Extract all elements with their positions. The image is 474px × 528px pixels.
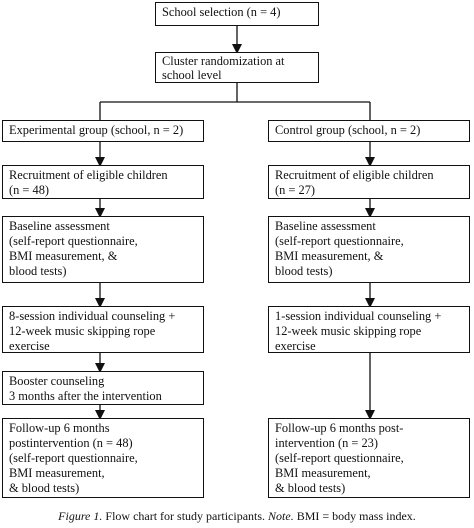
box-line: Booster counseling (9, 374, 105, 388)
box-exp-booster: Booster counseling 3 months after the in… (2, 371, 204, 405)
box-ctrl-intervention: 1-session individual counseling + 12-wee… (268, 306, 470, 353)
box-line: 12-week music skipping rope (275, 324, 422, 338)
box-line: (self-report questionnaire, (275, 234, 404, 248)
box-line: & blood tests) (9, 481, 80, 495)
box-line: & blood tests) (275, 481, 346, 495)
box-exp-baseline: Baseline assessment (self-report questio… (2, 216, 204, 283)
box-exp-intervention: 8-session individual counseling + 12-wee… (2, 306, 204, 353)
caption-note-text: BMI = body mass index. (293, 509, 416, 523)
box-line: 8-session individual counseling + (9, 309, 176, 323)
box-line: Control group (school, n = 2) (275, 123, 421, 137)
box-line: BMI measurement, (9, 466, 105, 480)
box-line: 12-week music skipping rope (9, 324, 156, 338)
box-line: 3 months after the intervention (9, 389, 162, 403)
box-school-selection: School selection (n = 4) (155, 2, 319, 26)
box-line: school level (162, 67, 222, 82)
box-line: Cluster randomization at (162, 54, 285, 68)
box-control-group: Control group (school, n = 2) (268, 120, 470, 142)
caption-text: Flow chart for study participants. (102, 509, 269, 523)
box-line: BMI measurement, & (9, 249, 118, 263)
box-line: exercise (275, 339, 316, 353)
box-exp-recruitment: Recruitment of eligible children (n = 48… (2, 165, 204, 199)
box-line: BMI measurement, & (275, 249, 384, 263)
box-line: postintervention (n = 48) (9, 436, 133, 450)
box-line: BMI measurement, (275, 466, 371, 480)
caption-label: Figure 1. (58, 509, 103, 523)
box-exp-followup: Follow-up 6 months postintervention (n =… (2, 418, 204, 498)
box-line: 1-session individual counseling + (275, 309, 442, 323)
box-experimental-group: Experimental group (school, n = 2) (2, 120, 204, 142)
box-line: Baseline assessment (275, 219, 376, 233)
box-line: Follow-up 6 months (9, 421, 110, 435)
box-line: Experimental group (school, n = 2) (9, 123, 184, 137)
box-line: Baseline assessment (9, 219, 110, 233)
box-line: Recruitment of eligible children (275, 168, 434, 182)
box-line: (n = 27) (275, 183, 316, 197)
box-line: Recruitment of eligible children (9, 168, 168, 182)
figure-caption: Figure 1. Flow chart for study participa… (0, 508, 474, 524)
box-line: blood tests) (275, 264, 333, 278)
box-ctrl-recruitment: Recruitment of eligible children (n = 27… (268, 165, 470, 199)
box-line: intervention (n = 23) (275, 436, 378, 450)
box-line: (self-report questionnaire, (9, 234, 138, 248)
box-line: Follow-up 6 months post- (275, 421, 404, 435)
box-line: (self-report questionnaire, (9, 451, 138, 465)
box-line: (n = 48) (9, 183, 50, 197)
box-line: School selection (n = 4) (162, 5, 281, 19)
caption-note-label: Note. (268, 509, 294, 523)
box-line: exercise (9, 339, 50, 353)
box-line: (self-report questionnaire, (275, 451, 404, 465)
box-ctrl-baseline: Baseline assessment (self-report questio… (268, 216, 470, 283)
box-ctrl-followup: Follow-up 6 months post- intervention (n… (268, 418, 470, 498)
box-line: blood tests) (9, 264, 67, 278)
box-cluster-randomization: Cluster randomization at school level (155, 52, 319, 83)
